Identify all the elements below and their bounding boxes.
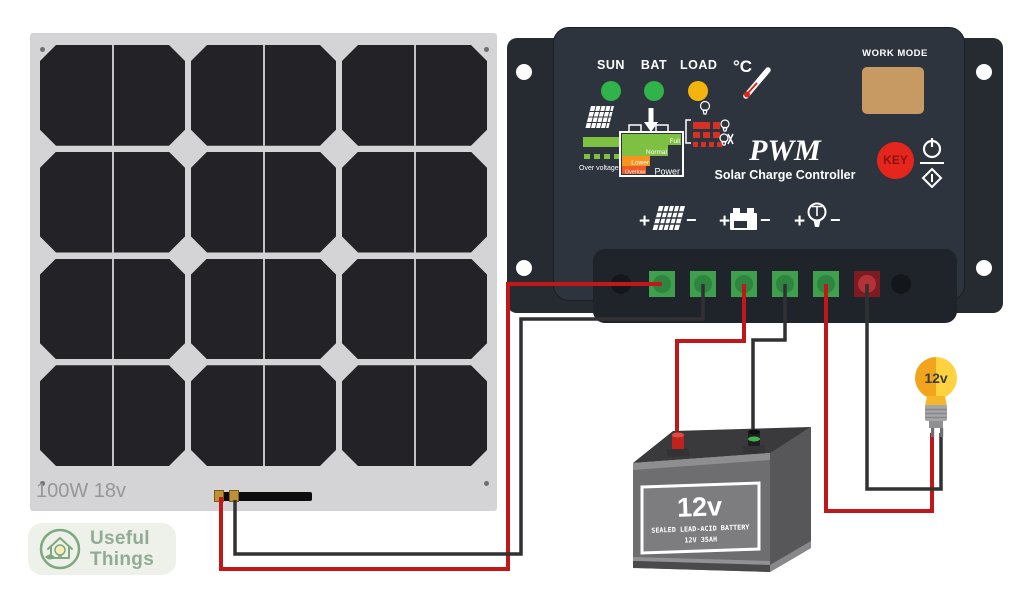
bat-led-label: BAT [640,58,668,72]
mini-solar-panel-icon [585,106,614,128]
panel-positive-terminal [214,490,224,502]
solar-cell [342,152,487,253]
controller-subtitle: Solar Charge Controller [714,168,856,182]
panel-screw-dot [40,47,45,52]
battery-positive-terminal [731,271,757,297]
load-minus-label: − [830,210,841,230]
load-level-bars [693,122,722,147]
terminal-block-hole [611,274,631,294]
solar-cell [40,45,185,146]
load-negative-terminal [854,271,880,297]
load-led-label: LOAD [680,58,718,72]
battery-level-icon: Full Normal Lower Overlow Power [619,124,684,177]
pwm-title: PWM [749,134,821,167]
solar-cell [40,152,185,253]
charge-status-graphic: Over voltage Full Normal Lower Overlow P… [579,100,734,177]
load-plus-label: + [794,211,805,232]
solar-cell [191,365,336,466]
thermometer-icon: °C [733,57,771,99]
solar-cell [191,259,336,360]
work-mode-display [862,67,924,114]
pv-minus-label: − [686,210,697,230]
overlow-label: Overlow [625,170,645,176]
pv-positive-terminal [649,271,675,297]
mounting-screw-hole [976,260,992,276]
over-voltage-label: Over voltage [579,165,619,172]
panel-screw-dot [40,481,45,486]
work-mode-label: WORK MODE [862,48,928,59]
pv-negative-terminal [690,271,716,297]
sun-led-indicator [601,81,621,101]
solar-panel-icon [652,206,685,230]
brand-logo-text: Useful Things [90,528,154,570]
brand-line-1: Useful [90,528,150,549]
logo-house-bulb-icon [39,528,81,570]
mounting-screw-hole [516,260,532,276]
key-button: KEY [877,142,914,179]
panel-screw-dot [484,47,489,52]
mounting-screw-hole [516,64,532,80]
load-bulb-icons [699,100,734,146]
lower-label: Lower [631,160,650,167]
celsius-label: °C [733,57,752,76]
battery-minus-label: − [760,210,771,230]
solar-cell [342,259,487,360]
battery-icon [730,208,757,230]
battery-plus-label: + [719,211,730,232]
terminal-icons-row: + − + − + − [639,202,841,232]
brand-line-2: Things [90,549,155,570]
battery-spec-label: 12V 35AH [684,535,717,544]
solar-cell [342,45,487,146]
battery-voltage-label: 12v [677,491,723,523]
solar-cell [40,259,185,360]
solar-cell [342,365,487,466]
pv-plus-label: + [639,211,650,232]
load-led-indicator [688,81,708,101]
bulb-icon [807,202,827,227]
normal-label: Normal [646,149,668,156]
sun-led-label: SUN [597,58,625,72]
solar-cell [191,152,336,253]
bat-led-indicator [644,81,664,101]
full-label: Full [670,138,681,145]
battery-12v: 12v SEALED LEAD-ACID BATTERY 12V 35AH [633,427,811,572]
load-positive-terminal [813,271,839,297]
light-bulb-12v: 12v [915,357,957,437]
mounting-screw-hole [976,64,992,80]
solar-cell [191,45,336,146]
bulb-base [925,405,947,437]
power-mode-icon [920,138,944,188]
solar-cell [40,365,185,466]
panel-negative-terminal [229,490,239,502]
panel-screw-dot [484,481,489,486]
power-label: Power [654,167,680,177]
bulb-voltage-label: 12v [924,370,948,386]
terminal-block-hole [891,274,911,294]
solar-cell-grid [40,45,487,466]
panel-rating-label: 100W 18v [36,480,127,502]
down-arrow-icon [644,108,658,132]
battery-negative-terminal [772,271,798,297]
